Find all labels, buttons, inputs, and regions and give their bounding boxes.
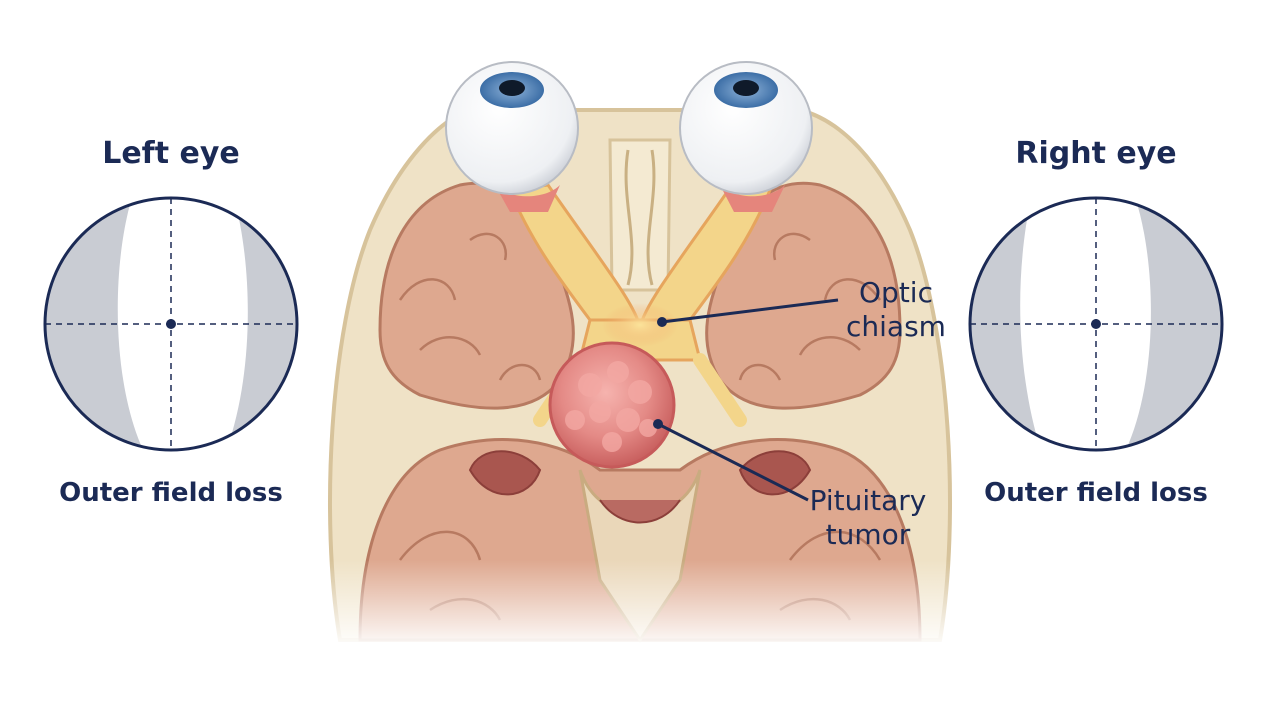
optic-chiasm-label-line1: Optic [859,276,933,309]
left-field-outline [43,196,299,452]
right-field-loss-region [1124,198,1222,450]
left-sphenoid-cavity [468,450,542,496]
left-eye-title: Left eye [102,136,240,171]
sphenoid-sinus [599,499,681,524]
right-field-fixation-point [1091,319,1101,329]
right-eyeball [679,61,813,212]
pituitary-tumor-callout-line [657,422,809,502]
left-eye-visual-field [43,196,299,452]
left-lobe-gyri [398,232,542,381]
right-eye-muscle [720,185,785,212]
left-eyeball [445,61,579,212]
pituitary-tumor-label-line2: tumor [825,518,911,551]
pituitary-tumor-label-line1: Pituitary [809,484,927,517]
septum-folds [624,149,656,286]
optic-chiasm-label: Optic chiasm [836,276,956,344]
right-field-outline [968,196,1224,452]
pituitary-tumor-label: Pituitary tumor [798,484,938,552]
left-eye-caption: Outer field loss [59,478,283,508]
pituitary-tumor [548,341,676,469]
pituitary-tumor-callout-dot [653,419,663,429]
chiasm-highlight [602,303,678,347]
right-pupil [733,80,759,96]
bottom-fade [320,560,960,650]
right-eye-title: Right eye [1015,136,1177,171]
left-pupil [499,80,525,96]
ethmoid-septum [608,138,672,292]
right-eye-caption: Outer field loss [984,478,1208,508]
right-lobe-gyri [738,232,882,381]
optic-chiasm-callout-line [661,298,839,324]
left-frontal-lobe [378,181,575,410]
left-field-fixation-point [166,319,176,329]
right-eye-visual-field [968,196,1224,452]
optic-chiasm-callout-dot [657,317,667,327]
optic-chiasm-label-line2: chiasm [846,310,946,343]
lower-brain-gyri [399,530,882,621]
right-frontal-lobe [705,181,902,410]
left-eye-muscle [495,185,560,212]
